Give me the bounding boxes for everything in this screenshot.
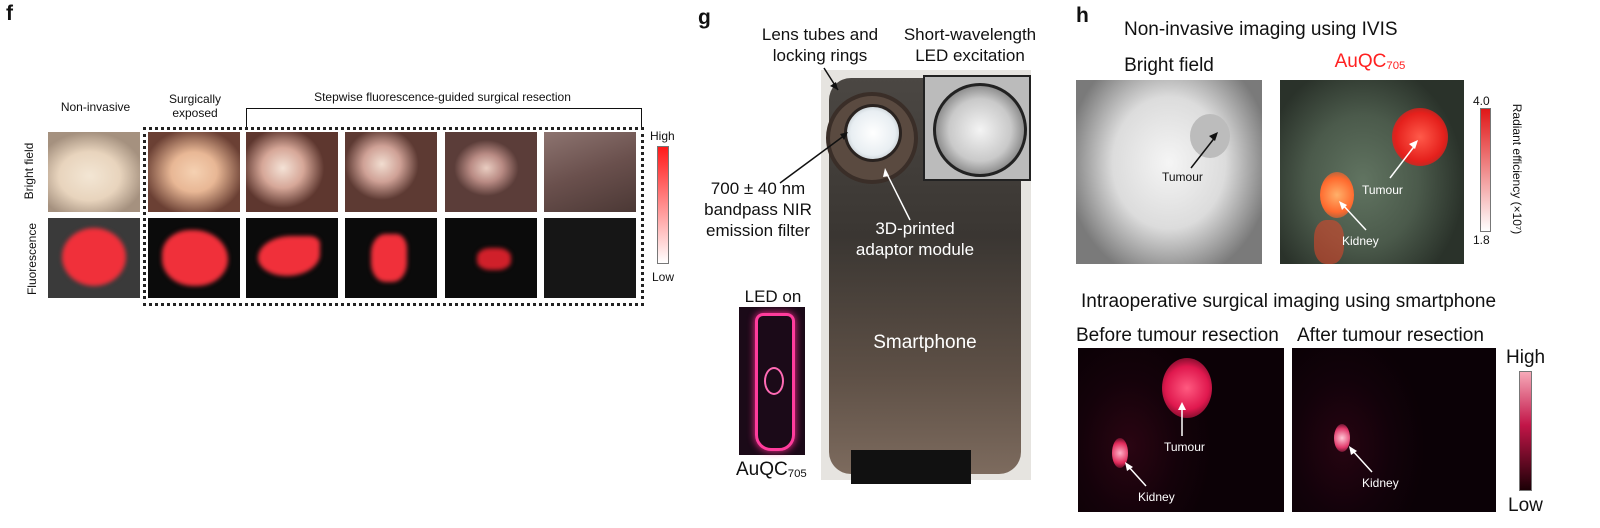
after-kidney-label: Kidney (1362, 476, 1399, 490)
h-before-label: Before tumour resection (1076, 325, 1279, 346)
panel-h-letter: h (1076, 4, 1089, 27)
label-adaptor: 3D-printed adaptor module (855, 219, 975, 259)
label-smartphone: Smartphone (873, 332, 977, 353)
ivis-colorbar (1480, 108, 1491, 232)
led-array (933, 83, 1027, 177)
vial-photo (739, 307, 805, 455)
bf-image-non-invasive (48, 132, 140, 212)
h-bottom-title: Intraoperative surgical imaging using sm… (1081, 291, 1497, 312)
fl-image-step-3 (445, 218, 537, 298)
smartphone-colorbar (1519, 371, 1532, 491)
fl-image-step-4 (544, 218, 636, 298)
after-kidney-signal (1334, 424, 1350, 452)
bf-image-step-4 (544, 132, 636, 212)
bf-image-step-2 (345, 132, 437, 212)
ivis-cbar-max: 4.0 (1473, 94, 1490, 108)
vial-glow (755, 313, 795, 451)
colorbar-f-low: Low (652, 270, 675, 284)
col-label-surgically-exposed: Surgically exposed (168, 92, 222, 120)
h-after-label: After tumour resection (1297, 325, 1484, 346)
label-led-on: LED on (744, 287, 802, 306)
colorbar-f-high: High (650, 129, 675, 143)
bf-image-exposed (148, 132, 240, 212)
ivis-cbar-min: 1.8 (1473, 233, 1490, 247)
label-filter: 700 ± 40 nm bandpass NIR emission filter (704, 179, 812, 240)
col-label-non-invasive: Non-invasive (60, 100, 131, 114)
smartphone-before-image: Tumour Kidney (1078, 348, 1284, 512)
fl-image-step-1 (246, 218, 338, 298)
bf-tumour-label: Tumour (1162, 170, 1203, 184)
emission-filter (844, 104, 902, 162)
ivis-tumour-label: Tumour (1362, 183, 1403, 197)
smartphone-after-image: Kidney (1292, 348, 1496, 512)
before-tumour-label: Tumour (1164, 440, 1205, 454)
row-label-bright-field: Bright field (22, 142, 36, 200)
before-kidney-signal (1112, 438, 1128, 468)
fl-image-exposed (148, 218, 240, 298)
panel-f-letter: f (6, 2, 13, 25)
label-led-excitation: Short-wavelength LED excitation (903, 25, 1037, 65)
ivis-fluorescence-image: Tumour Kidney (1280, 80, 1464, 264)
panel-g-letter: g (698, 6, 711, 29)
h-aqc-label: AuQC705 (1334, 51, 1406, 72)
ivis-cbar-label: Radiant efficiency (×10⁷) (1510, 103, 1524, 235)
bf-image-step-3 (445, 132, 537, 212)
label-lens-tubes: Lens tubes and locking rings (761, 25, 879, 65)
ivis-tumour-signal (1392, 108, 1448, 166)
h-bright-field-label: Bright field (1124, 55, 1214, 76)
ivis-kidney-label: Kidney (1342, 234, 1379, 248)
colorbar-f (657, 146, 669, 264)
before-kidney-label: Kidney (1138, 490, 1175, 504)
label-vial-sample: AuQC705 (736, 459, 807, 480)
h-top-title: Non-invasive imaging using IVIS (1124, 19, 1398, 40)
surgical-series-frame (143, 127, 644, 306)
smartphone-cbar-high: High (1506, 347, 1546, 368)
before-tumour-signal (1162, 358, 1212, 418)
fl-image-step-2 (345, 218, 437, 298)
fl-image-non-invasive (48, 218, 140, 298)
row-label-fluorescence: Fluorescence (25, 222, 39, 296)
smartphone-cbar-low: Low (1508, 495, 1543, 516)
ivis-bright-field-image: Tumour (1076, 80, 1262, 264)
bf-image-step-1 (246, 132, 338, 212)
resection-bracket (246, 108, 642, 127)
led-inset (923, 75, 1031, 181)
panel-g-arrows (779, 67, 911, 221)
col-label-stepwise-resection: Stepwise fluorescence-guided surgical re… (314, 90, 571, 104)
